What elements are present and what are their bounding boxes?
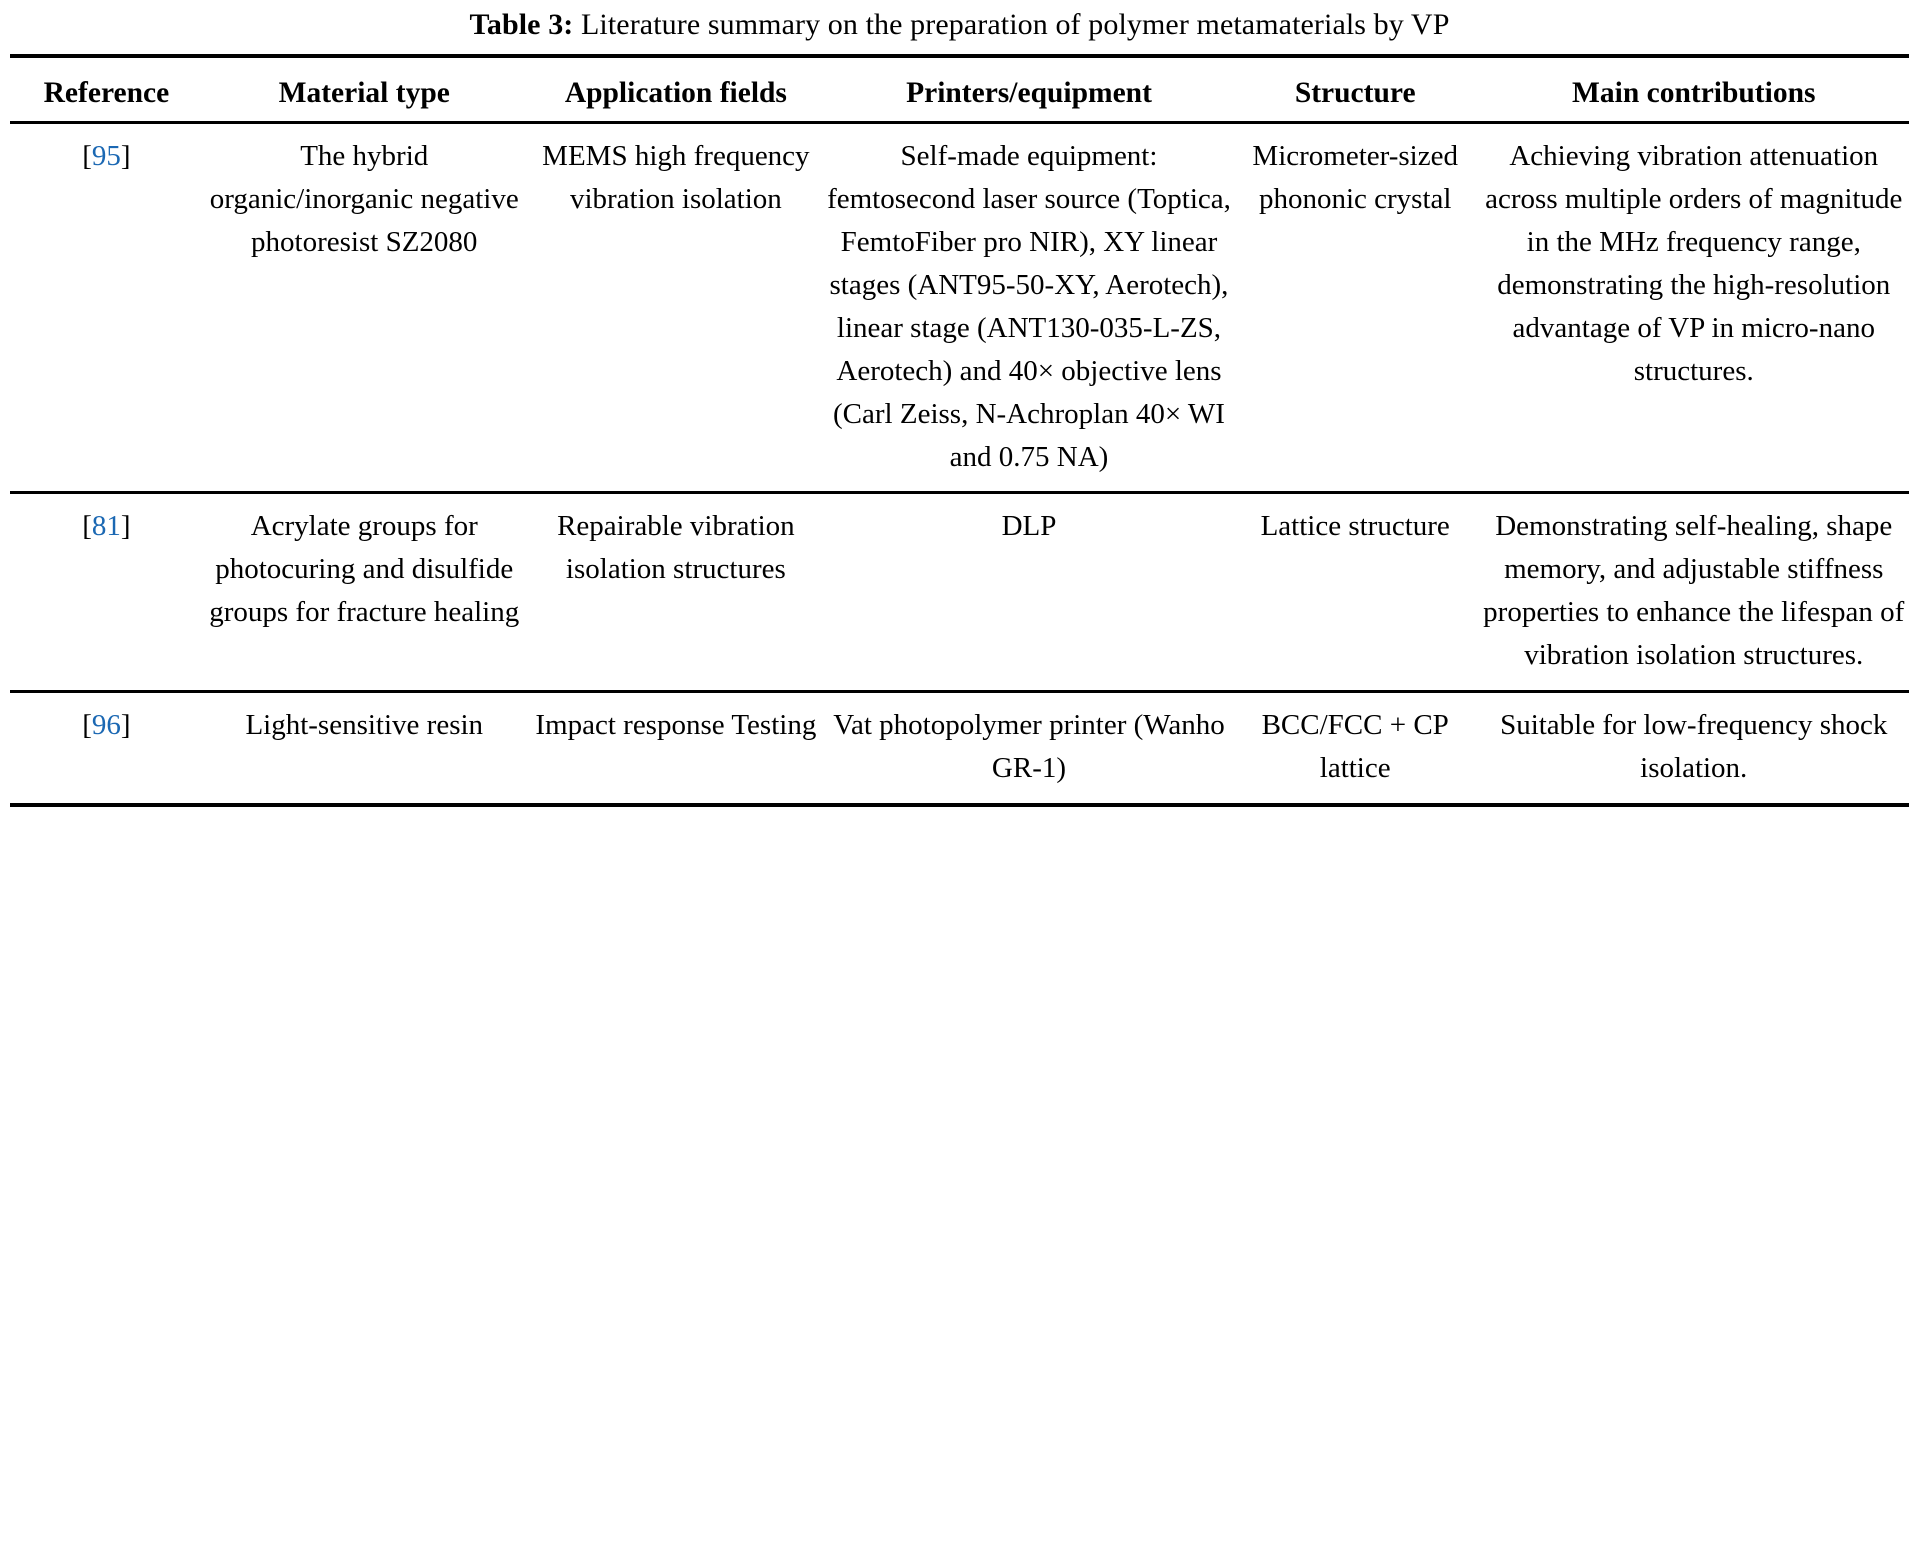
cell-application-fields: Repairable vibration isolation structure… [525, 491, 827, 692]
table-body: [95] The hybrid organic/inorganic negati… [10, 121, 1909, 807]
column-header-application-fields: Application fields [525, 53, 827, 123]
cell-material-type: Light-sensitive resin [202, 690, 526, 807]
column-header-material-type: Material type [202, 53, 526, 123]
cell-reference: [81] [10, 491, 203, 692]
reference-link[interactable]: 81 [91, 510, 121, 543]
table-caption-label: Table 3: [469, 8, 574, 41]
cell-main-contributions: Suitable for low-frequency shock isolati… [1478, 690, 1909, 807]
cell-reference: [96] [10, 690, 203, 807]
cell-application-fields: Impact response Testing [525, 690, 827, 807]
table-header: Reference Material type Application fiel… [10, 53, 1909, 123]
cell-main-contributions: Demonstrating self-healing, shape memory… [1478, 491, 1909, 692]
cell-printers-equipment: Vat photopolymer printer (Wanho GR-1) [826, 690, 1232, 807]
cell-printers-equipment: DLP [826, 491, 1232, 692]
table-row: [81] Acrylate groups for photocuring and… [10, 491, 1909, 692]
reference-bracket-close: ] [120, 510, 131, 543]
cell-structure: BCC/FCC + CP lattice [1231, 690, 1479, 807]
cell-main-contributions: Achieving vibration attenuation across m… [1478, 121, 1909, 493]
reference-link[interactable]: 95 [91, 140, 121, 173]
cell-printers-equipment: Self-made equipment: femtosecond laser s… [826, 121, 1232, 493]
table-row: [95] The hybrid organic/inorganic negati… [10, 121, 1909, 493]
column-header-printers-equipment: Printers/equipment [826, 53, 1232, 123]
cell-application-fields: MEMS high frequency vibration isolation [525, 121, 827, 493]
reference-bracket-close: ] [120, 140, 131, 173]
cell-structure: Micrometer-sized phononic crystal [1231, 121, 1479, 493]
table-row: [96] Light-sensitive resin Impact respon… [10, 690, 1909, 807]
reference-link[interactable]: 96 [91, 709, 121, 742]
reference-bracket-open: [ [82, 140, 92, 173]
reference-bracket-close: ] [120, 709, 131, 742]
column-header-structure: Structure [1231, 53, 1479, 123]
cell-material-type: The hybrid organic/inorganic negative ph… [202, 121, 526, 493]
literature-summary-table: Reference Material type Application fiel… [10, 53, 1909, 807]
table-caption: Table 3: Literature summary on the prepa… [10, 0, 1909, 54]
cell-material-type: Acrylate groups for photocuring and disu… [202, 491, 526, 692]
cell-reference: [95] [10, 121, 203, 493]
reference-bracket-open: [ [82, 709, 92, 742]
table-caption-text: Literature summary on the preparation of… [581, 8, 1450, 41]
column-header-reference: Reference [10, 53, 203, 123]
cell-structure: Lattice structure [1231, 491, 1479, 692]
column-header-main-contributions: Main contributions [1478, 53, 1909, 123]
reference-bracket-open: [ [82, 510, 92, 543]
table-header-row: Reference Material type Application fiel… [10, 53, 1909, 123]
